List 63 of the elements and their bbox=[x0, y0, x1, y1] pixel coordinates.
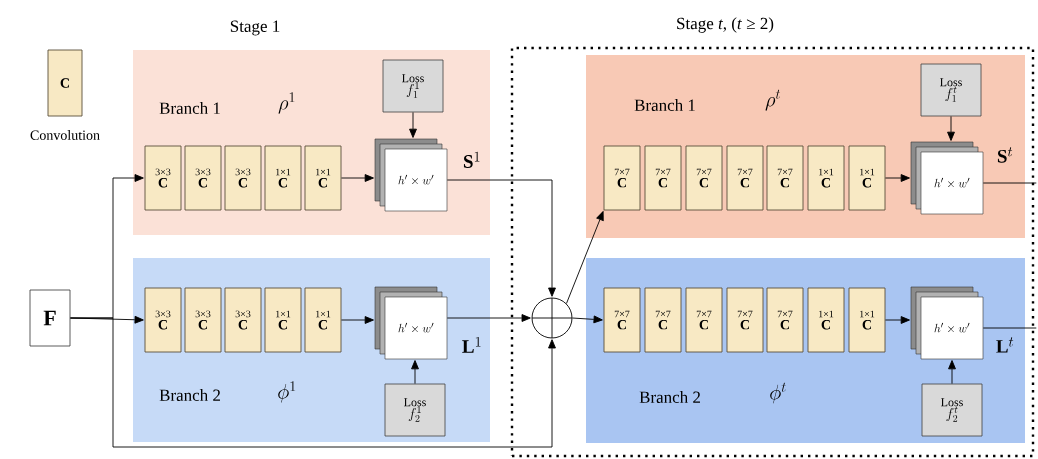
conv-block: 1×1 C bbox=[304, 145, 342, 211]
conv-block: 3×3 C bbox=[184, 287, 222, 353]
legend-caption: Convolution bbox=[30, 130, 100, 140]
arrow bbox=[947, 115, 955, 141]
feature-map-stack: $h'\times w'$ bbox=[374, 286, 448, 360]
branch-symbol: $\phi^1$ bbox=[278, 381, 296, 403]
arrow bbox=[566, 211, 604, 304]
conv-block: 3×3 C bbox=[144, 145, 182, 211]
loss-box: Loss $f_1^t$ bbox=[920, 63, 982, 117]
output-label: $\mathbf{L}^1$ bbox=[462, 336, 481, 353]
arrow bbox=[69, 317, 556, 448]
conv-block: 7×7 C bbox=[685, 287, 723, 353]
conv-block: 7×7 C bbox=[644, 145, 682, 211]
arrow bbox=[341, 316, 374, 324]
conv-block: 3×3 C bbox=[224, 287, 262, 353]
conv-block: 7×7 C bbox=[603, 145, 641, 211]
arrow bbox=[341, 174, 374, 182]
conv-block: 1×1 C bbox=[807, 287, 845, 353]
conv-block: 3×3 C bbox=[184, 145, 222, 211]
feature-map-stack: $h'\times w'$ bbox=[910, 286, 984, 360]
conv-block: 7×7 C bbox=[726, 145, 764, 211]
branch-symbol: $\rho^1$ bbox=[278, 92, 295, 114]
conv-block: 7×7 C bbox=[726, 287, 764, 353]
branch-label: Branch 1 bbox=[634, 99, 695, 111]
conv-block: 1×1 C bbox=[848, 287, 886, 353]
arrow bbox=[885, 316, 910, 324]
conv-block: 7×7 C bbox=[685, 145, 723, 211]
conv-block: 7×7 C bbox=[644, 287, 682, 353]
arrow bbox=[446, 179, 556, 297]
conv-block: 1×1 C bbox=[807, 145, 845, 211]
conv-block: 3×3 C bbox=[144, 287, 182, 353]
connector-line bbox=[982, 182, 1037, 184]
stage-heading: Stage t, (t ≥ 2) bbox=[677, 17, 774, 33]
arrow bbox=[446, 314, 531, 322]
stage-heading: Stage 1 bbox=[230, 20, 280, 36]
conv-block: 7×7 C bbox=[766, 287, 804, 353]
arrow bbox=[409, 111, 417, 138]
input-box: $\mathbf{F}$ bbox=[29, 289, 71, 347]
branch-label: Branch 1 bbox=[159, 102, 220, 114]
conv-block: 1×1 C bbox=[304, 287, 342, 353]
conv-block: 1×1 C bbox=[264, 287, 302, 353]
sum-circle bbox=[531, 297, 573, 339]
branch-label: Branch 2 bbox=[639, 391, 700, 403]
connector-line bbox=[982, 327, 1037, 329]
arrow bbox=[572, 315, 603, 324]
conv-block: 1×1 C bbox=[264, 145, 302, 211]
branch-label: Branch 2 bbox=[159, 389, 220, 401]
loss-box: Loss $f_1^1$ bbox=[382, 59, 444, 113]
arrow bbox=[948, 360, 956, 385]
conv-block: 7×7 C bbox=[603, 287, 641, 353]
output-label: $\mathbf{S}^t$ bbox=[997, 147, 1013, 163]
output-label: $\mathbf{L}^t$ bbox=[996, 337, 1014, 353]
loss-box: Loss $f_2^1$ bbox=[384, 383, 446, 437]
output-label: $\mathbf{S}^1$ bbox=[463, 151, 480, 168]
conv-block: 7×7 C bbox=[766, 145, 804, 211]
conv-block: 3×3 C bbox=[224, 145, 262, 211]
arrow bbox=[885, 174, 910, 182]
branch-symbol: $\rho^t$ bbox=[765, 89, 781, 111]
loss-box: Loss $f_2^t$ bbox=[921, 383, 983, 437]
branch-symbol: $\phi^t$ bbox=[770, 382, 786, 404]
arrow bbox=[411, 360, 419, 385]
conv-block: 1×1 C bbox=[848, 145, 886, 211]
legend-block: C bbox=[47, 49, 83, 117]
